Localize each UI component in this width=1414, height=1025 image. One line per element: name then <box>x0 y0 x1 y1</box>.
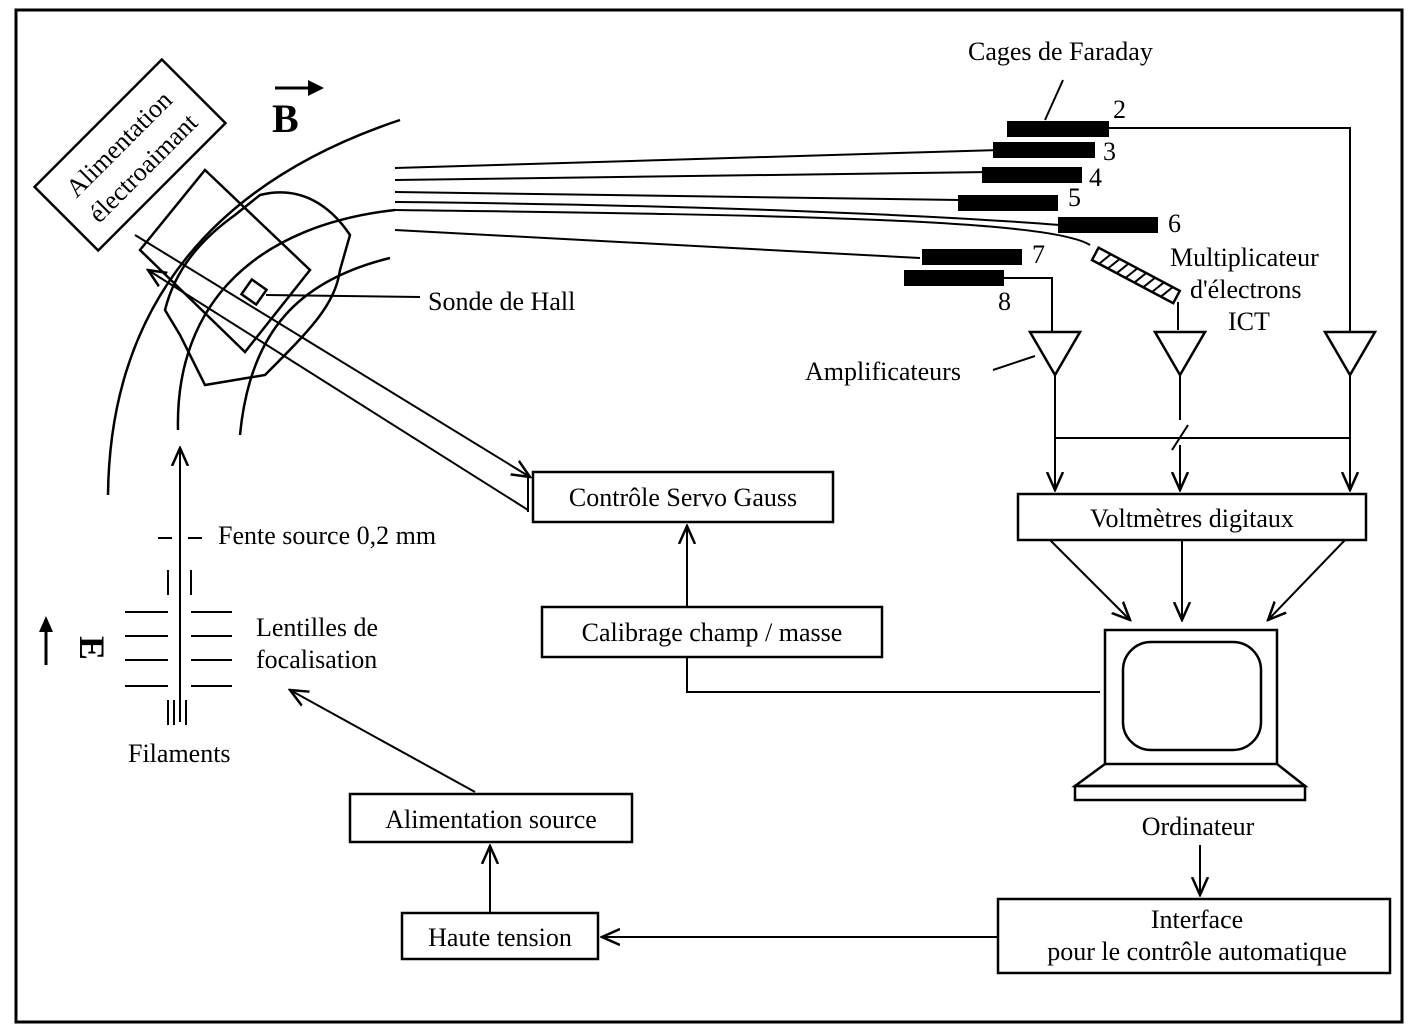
interface-label-2: pour le contrôle automatique <box>1047 937 1347 966</box>
magnet-arc-outer <box>106 118 401 496</box>
interface-box <box>996 897 1392 975</box>
amplifiers-pointer <box>992 355 1036 371</box>
field-mass-calibration-label: Calibrage champ / masse <box>582 618 843 647</box>
faraday-cage-6 <box>1058 217 1158 233</box>
collector-number-4: 4 <box>1089 163 1102 192</box>
e-vector-text: E <box>72 636 112 660</box>
outer-frame <box>14 8 1404 1024</box>
focusing-lenses-label-1: Lentilles de <box>256 613 378 642</box>
voltmeters-to-computer-left <box>1049 539 1130 620</box>
faraday-cages-pointer <box>1044 79 1064 121</box>
hall-probe-pointer <box>265 294 421 298</box>
digital-voltmeters-box <box>1016 492 1368 542</box>
source-supply-to-lenses <box>290 690 476 793</box>
wire-cage2-amp <box>1109 127 1351 332</box>
magnet-arc-inner <box>238 256 391 436</box>
amplifier-1 <box>1027 330 1083 378</box>
faraday-cage-2 <box>1007 121 1109 137</box>
wire-cage8-amp <box>1004 277 1053 332</box>
focusing-lenses <box>125 570 232 725</box>
source-supply-box <box>348 792 634 844</box>
computer-label: Ordinateur <box>1142 812 1255 841</box>
collector-number-5: 5 <box>1068 183 1081 212</box>
computer-icon <box>1071 628 1309 802</box>
servo-link-upper <box>134 234 530 477</box>
magnet-housing <box>138 168 312 354</box>
faraday-cage-4 <box>982 167 1082 183</box>
amp-bus-crossing <box>1171 424 1189 451</box>
source-supply-label: Alimentation source <box>385 805 597 834</box>
servo-gauss-label: Contrôle Servo Gauss <box>569 483 797 512</box>
electromagnet-supply-box: Alimentation électroaimant <box>32 57 228 253</box>
faraday-cage-8 <box>904 270 1004 286</box>
b-vector-text: B <box>272 96 299 141</box>
filaments-label: Filaments <box>128 739 231 768</box>
computer-to-calibration <box>686 657 1100 693</box>
e-vector-label: E <box>39 616 112 665</box>
collector-number-2: 2 <box>1113 95 1126 124</box>
interface-label-1: Interface <box>1151 905 1243 934</box>
collector-number-3: 3 <box>1103 137 1116 166</box>
field-mass-calibration-box <box>540 605 884 659</box>
collector-number-6: 6 <box>1168 209 1181 238</box>
collector-number-7: 7 <box>1032 240 1045 269</box>
amplifiers-label: Amplificateurs <box>805 357 961 386</box>
electron-multiplier-label-1: Multiplicateur <box>1170 243 1319 272</box>
hall-probe-label: Sonde de Hall <box>428 287 575 316</box>
servo-gauss-box <box>531 470 835 524</box>
b-vector-label: B <box>272 80 324 141</box>
amplifier-3 <box>1322 330 1378 378</box>
voltmeters-to-computer-right <box>1268 539 1346 620</box>
faraday-cage-3 <box>993 142 1095 158</box>
source-slit-label: Fente source 0,2 mm <box>218 521 436 550</box>
servo-link-lower <box>148 270 529 511</box>
electron-multiplier <box>1090 246 1182 305</box>
electron-multiplier-label-2: d'électrons <box>1190 275 1302 304</box>
high-voltage-box <box>400 911 600 961</box>
ion-beams <box>394 149 1091 259</box>
collector-number-8: 8 <box>998 287 1011 316</box>
faraday-cage-5 <box>958 195 1058 211</box>
faraday-cage-7 <box>922 249 1022 265</box>
faraday-cages-label: Cages de Faraday <box>968 37 1153 66</box>
magnet-pole <box>163 191 352 387</box>
hall-probe-element <box>239 277 269 307</box>
amplifier-2 <box>1152 330 1208 378</box>
electron-multiplier-label-3: ICT <box>1228 307 1270 336</box>
high-voltage-label: Haute tension <box>428 923 572 952</box>
digital-voltmeters-label: Voltmètres digitaux <box>1090 504 1294 533</box>
focusing-lenses-label-2: focalisation <box>256 645 377 674</box>
magnet-arc-mid <box>176 208 396 431</box>
